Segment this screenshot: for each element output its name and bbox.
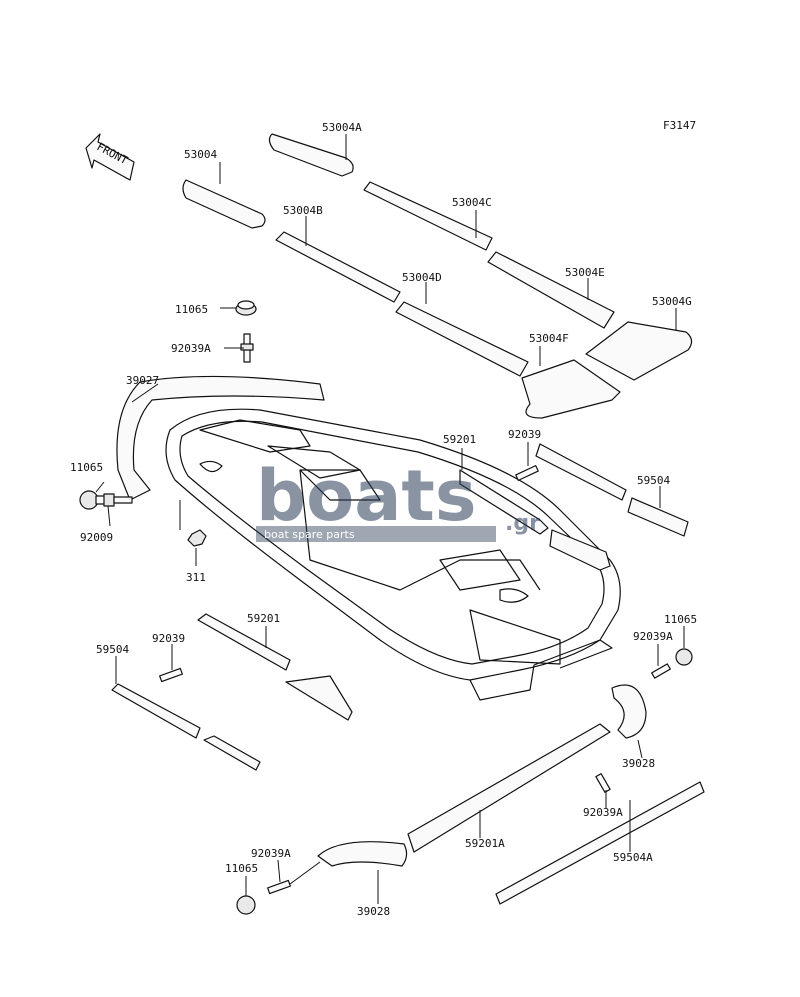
callout-11065-top: 11065 [175, 303, 208, 316]
cap-11065-left [79, 490, 107, 510]
mat-53004B [275, 231, 401, 303]
callout-92009: 92009 [80, 531, 113, 544]
callout-59201-right: 59201 [443, 433, 476, 446]
mat-53004E [487, 251, 615, 329]
guard-59201-left [197, 613, 353, 721]
figure-code: F3147 [663, 119, 696, 132]
callout-59504-left: 59504 [96, 643, 129, 656]
callout-39028-right: 39028 [622, 757, 655, 770]
callout-53004F: 53004F [529, 332, 569, 345]
guard-59201-right [459, 469, 611, 571]
bolt-92039-right [515, 465, 539, 481]
callout-53004: 53004 [184, 148, 217, 161]
callout-311: 311 [186, 571, 206, 584]
callout-92039-right: 92039 [508, 428, 541, 441]
bolt-92039A-bottom [595, 773, 611, 793]
rail-59504A [495, 781, 705, 905]
mat-53004C [363, 181, 493, 251]
callout-53004B: 53004B [283, 204, 323, 217]
callout-53004C: 53004C [452, 196, 492, 209]
leader-lines [95, 134, 685, 904]
cap-11065-top [235, 300, 257, 316]
bumper-39027 [116, 375, 325, 501]
callout-53004E: 53004E [565, 266, 605, 279]
bolt-92039A-right [651, 663, 671, 679]
front-arrow-icon: FRONT [85, 133, 135, 181]
callout-53004D: 53004D [402, 271, 442, 284]
rail-59504-right [535, 443, 689, 537]
callout-59201A: 59201A [465, 837, 505, 850]
callout-59201-left: 59201 [247, 612, 280, 625]
callout-11065-bottom: 11065 [225, 862, 258, 875]
cap-11065-right [675, 648, 693, 666]
callout-39027: 39027 [126, 374, 159, 387]
callout-labels: 53004 53004A 53004B 53004C 53004D 53004E… [70, 121, 697, 918]
mat-53004D [395, 301, 529, 377]
bumper-39028-left [317, 841, 408, 867]
jet-ski-hull [165, 408, 621, 701]
rail-59504-left [111, 683, 261, 771]
callout-59504A: 59504A [613, 851, 653, 864]
guard-59201A [407, 723, 611, 853]
callout-59504-right: 59504 [637, 474, 670, 487]
callout-53004A: 53004A [322, 121, 362, 134]
nut-311 [187, 529, 207, 547]
callout-92039A-bottom-left: 92039A [251, 847, 291, 860]
bolt-92039A-top [240, 333, 254, 363]
mat-53004A [268, 133, 354, 177]
mat-53004 [182, 179, 266, 229]
mat-53004G [585, 321, 693, 381]
bumper-39028-right [611, 684, 647, 739]
callout-53004G: 53004G [652, 295, 692, 308]
callout-11065-left: 11065 [70, 461, 103, 474]
watermark: boats .gr boat spare parts [256, 455, 540, 542]
watermark-tld: .gr [505, 511, 540, 536]
watermark-brand: boats [256, 455, 477, 537]
watermark-subtitle: boat spare parts [264, 528, 355, 541]
cap-11065-bottom [236, 895, 256, 915]
bolt-92009 [103, 493, 133, 507]
callout-92039-left: 92039 [152, 632, 185, 645]
mat-53004F [521, 359, 621, 419]
bolt-92039A-bottom-left [267, 879, 291, 895]
bolt-92039-left [159, 667, 183, 683]
callout-39028-left: 39028 [357, 905, 390, 918]
callout-92039A-right: 92039A [633, 630, 673, 643]
callout-92039A-top: 92039A [171, 342, 211, 355]
callout-11065-right: 11065 [664, 613, 697, 626]
callout-92039A-bottom: 92039A [583, 806, 623, 819]
